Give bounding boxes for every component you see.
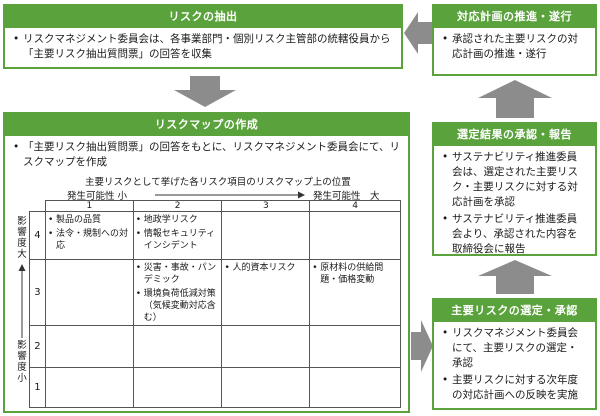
matrix-cell bbox=[221, 325, 311, 368]
risk-item: 原材料の供給問題・価格変動 bbox=[312, 262, 398, 286]
arrow-left-icon bbox=[404, 12, 432, 54]
column-header: 3 bbox=[221, 200, 311, 212]
arrow-down-icon bbox=[174, 76, 236, 107]
x-axis-large-label: 発生可能性 大 bbox=[313, 191, 380, 202]
arrow-right-icon bbox=[411, 320, 433, 372]
y-axis-arrow-icon bbox=[18, 264, 26, 338]
y-axis-bottom-label: 影響度小 bbox=[17, 340, 27, 384]
matrix-cell bbox=[309, 325, 401, 368]
risk-selection-item: リスクマネジメント委員会にて、主要リスクの選定・承認 bbox=[442, 326, 587, 371]
approval-report-item: サステナビリティ推進委員会は、選定された主要リスク・主要リスクに対する対応計画を… bbox=[442, 150, 587, 210]
matrix-cell bbox=[44, 259, 134, 326]
matrix-cell: 地政学リスク 情報セキュリティインシデント bbox=[132, 211, 223, 260]
risk-selection-panel: 主要リスクの選定・承認 リスクマネジメント委員会にて、主要リスクの選定・承認 主… bbox=[432, 298, 597, 410]
x-axis-arrow-icon bbox=[155, 191, 305, 199]
matrix-cell: 原材料の供給問題・価格変動 bbox=[309, 259, 401, 326]
approval-report-panel: 選定結果の承認・報告 サステナビリティ推進委員会は、選定された主要リスク・主要リ… bbox=[432, 122, 597, 256]
matrix-cell bbox=[132, 367, 223, 408]
y-axis-top-label: 影響度大 bbox=[17, 216, 27, 260]
matrix-cell bbox=[44, 367, 134, 408]
matrix-cell bbox=[309, 211, 401, 260]
column-header: 1 bbox=[44, 200, 134, 212]
risk-item: 法令・規制への対応 bbox=[48, 228, 131, 252]
risk-item: 情報セキュリティインシデント bbox=[136, 228, 220, 252]
risk-item: 人的資本リスク bbox=[224, 262, 307, 274]
column-header: 4 bbox=[309, 200, 401, 212]
plan-execution-panel: 対応計画の推進・遂行 承認された主要リスクの対応計画の推進・遂行 bbox=[432, 4, 597, 76]
matrix-cell bbox=[309, 367, 401, 408]
matrix-cell: 人的資本リスク bbox=[221, 259, 311, 326]
risk-map-title: リスクマップの作成 bbox=[5, 114, 408, 136]
matrix-cell bbox=[132, 325, 223, 368]
risk-item: 製品の品質 bbox=[48, 214, 131, 226]
row-header: 2 bbox=[29, 325, 46, 368]
matrix-cell: 災害・事故・パンデミック 環境負荷低減対策（気候変動対応含む） bbox=[132, 259, 223, 326]
row-header: 1 bbox=[29, 367, 46, 408]
risk-extraction-panel: リスクの抽出 リスクマネジメント委員会は、各事業部門・個別リスク主管部の統轄役員… bbox=[3, 4, 403, 69]
risk-matrix: 1 2 3 4 4 製品の品質 法令・規制への対応 地政学リスク 情報セキュリテ… bbox=[29, 200, 401, 408]
matrix-cell bbox=[221, 367, 311, 408]
arrow-up-icon bbox=[478, 260, 552, 294]
risk-map-caption: 主要リスクとして挙げた各リスク項目のリスクマップ上の位置 bbox=[85, 177, 351, 188]
column-header: 2 bbox=[132, 200, 223, 212]
risk-selection-item: 主要リスクに対する次年度の対応計画への反映を実施 bbox=[442, 373, 587, 403]
risk-map-item: 「主要リスク抽出質問票」の回答をもとに、リスクマネジメント委員会にて、リスクマッ… bbox=[13, 140, 400, 170]
risk-item: 環境負荷低減対策（気候変動対応含む） bbox=[136, 288, 220, 324]
risk-map-panel: リスクマップの作成 「主要リスク抽出質問票」の回答をもとに、リスクマネジメント委… bbox=[3, 112, 410, 413]
plan-execution-item: 承認された主要リスクの対応計画の推進・遂行 bbox=[442, 32, 587, 62]
matrix-cell: 製品の品質 法令・規制への対応 bbox=[44, 211, 134, 260]
row-header: 4 bbox=[29, 211, 46, 260]
row-header: 3 bbox=[29, 259, 46, 326]
x-axis-small-label: 発生可能性 小 bbox=[67, 191, 128, 202]
risk-extraction-title: リスクの抽出 bbox=[5, 6, 401, 28]
risk-selection-title: 主要リスクの選定・承認 bbox=[434, 300, 595, 322]
risk-extraction-item: リスクマネジメント委員会は、各事業部門・個別リスク主管部の統轄役員から「主要リス… bbox=[13, 32, 393, 62]
arrow-up-icon bbox=[478, 80, 552, 118]
approval-report-item: サステナビリティ推進委員会より、承認された内容を取締役会に報告 bbox=[442, 212, 587, 257]
approval-report-title: 選定結果の承認・報告 bbox=[434, 124, 595, 146]
risk-item: 地政学リスク bbox=[136, 214, 220, 226]
risk-item: 災害・事故・パンデミック bbox=[136, 262, 220, 286]
plan-execution-title: 対応計画の推進・遂行 bbox=[434, 6, 595, 28]
matrix-cell bbox=[44, 325, 134, 368]
matrix-cell bbox=[221, 211, 311, 260]
